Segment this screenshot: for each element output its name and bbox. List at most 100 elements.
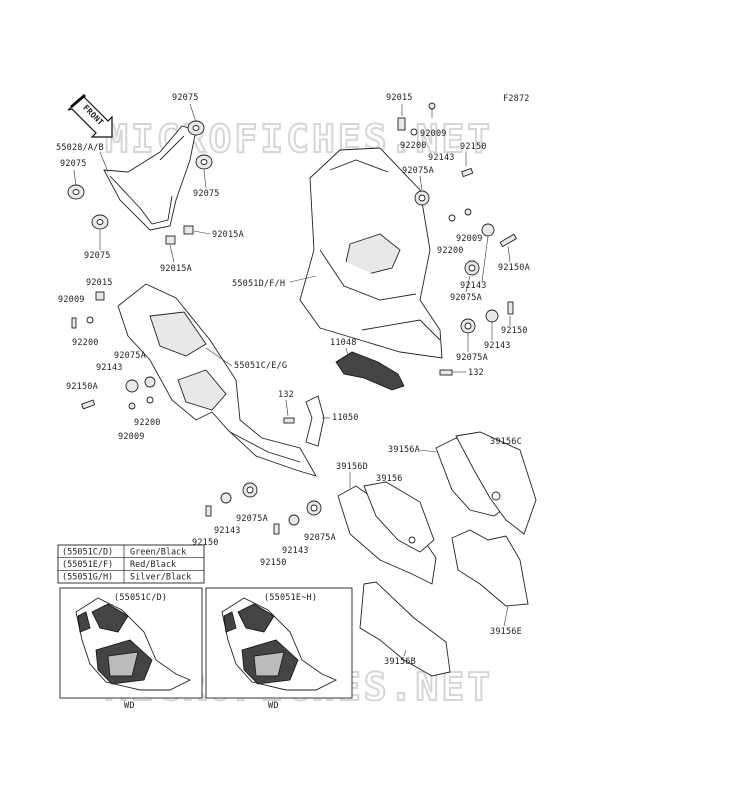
figure-code: F2872	[503, 94, 530, 104]
label-92143-e: 92143	[214, 526, 241, 536]
nut-92143-b	[481, 223, 495, 237]
label-92150-c: 92150	[192, 538, 219, 548]
nut-92143-c	[485, 309, 499, 323]
label-92075-a: 92075	[172, 93, 199, 103]
inner-cover-55028	[103, 125, 197, 231]
grommet-92075-a	[187, 120, 205, 136]
screw-92015-a	[95, 291, 105, 301]
label-92075-b: 92075	[60, 159, 87, 169]
grommet-92075a-c	[460, 318, 476, 334]
label-39156b: 39156B	[384, 657, 416, 667]
grommet-92075a-a	[414, 190, 430, 206]
collar-92200-a	[86, 316, 94, 324]
label-92075a-d: 92075A	[114, 351, 146, 361]
inset-caption-1: (55051E~H)	[264, 593, 317, 603]
inset-55051cd: (55051C/D)	[59, 587, 203, 699]
label-39156a: 39156A	[388, 445, 420, 455]
label-92075a-a: 92075A	[402, 166, 434, 176]
label-39156c: 39156C	[490, 437, 522, 447]
screw-92015-b	[397, 117, 406, 131]
label-92143-b: 92143	[460, 281, 487, 291]
bracket-11050	[305, 395, 325, 447]
upper-fairing-55051dfh	[299, 147, 443, 359]
label-92075a-c: 92075A	[456, 353, 488, 363]
label-92015-b: 92015	[386, 93, 413, 103]
label-92150-a: 92150	[460, 142, 487, 152]
label-132-b: 132	[278, 390, 294, 400]
collar-92200-d	[146, 396, 154, 404]
table-code-1: (55051E/F)	[62, 560, 113, 570]
grommet-92075-b	[67, 184, 85, 200]
bolt-92150-a	[461, 167, 474, 178]
label-55051ceg: 55051C/E/G	[234, 361, 287, 371]
collar-92200-c	[410, 128, 418, 136]
bolt-132-b	[283, 417, 295, 424]
grommet-92075-d	[91, 214, 109, 230]
screw-92009-d	[128, 402, 136, 410]
nut-92143-f	[288, 514, 300, 526]
label-92009-b: 92009	[456, 234, 483, 244]
nut-92143-e	[220, 492, 232, 504]
screw-92009-c	[428, 102, 436, 118]
grommet-92075a-f	[306, 500, 322, 516]
inset-55051eh: (55051E~H)	[205, 587, 353, 699]
label-92075-d: 92075	[84, 251, 111, 261]
label-92009-d: 92009	[118, 432, 145, 442]
grommet-92075a-e	[242, 482, 258, 498]
label-92075a-b: 92075A	[450, 293, 482, 303]
grommet-92075a-d	[125, 379, 139, 393]
label-92143-f: 92143	[282, 546, 309, 556]
label-132-a: 132	[468, 368, 484, 378]
label-92015-a: 92015	[86, 278, 113, 288]
table-color-0: Green/Black	[130, 548, 186, 558]
label-92143-d: 92143	[96, 363, 123, 373]
label-55051dfh: 55051D/F/H	[232, 279, 285, 289]
color-table: (55051C/D) Green/Black (55051E/F) Red/Bl…	[57, 544, 205, 584]
inset-note-1: WD	[268, 701, 279, 711]
front-arrow-icon: FRONT	[67, 94, 113, 138]
inset-note-0: WD	[124, 701, 135, 711]
label-92150a-b: 92150A	[66, 382, 98, 392]
bolt-92150-d	[273, 523, 280, 535]
pad-39156b	[359, 581, 451, 677]
label-92200-b: 92200	[437, 246, 464, 256]
clip-92015a-a	[183, 225, 194, 235]
screw-92009-b	[464, 208, 472, 216]
label-92200-d: 92200	[134, 418, 161, 428]
grommet-92075a-b	[464, 260, 480, 276]
bolt-132-a	[439, 369, 453, 376]
label-92015a-b: 92015A	[160, 264, 192, 274]
table-code-0: (55051C/D)	[62, 548, 113, 558]
screw-92009-a	[71, 317, 77, 329]
pad-39156d	[337, 485, 437, 585]
bolt-92150-c	[205, 505, 212, 517]
label-92143-a: 92143	[428, 153, 455, 163]
label-92200-a: 92200	[72, 338, 99, 348]
label-92150-b: 92150	[501, 326, 528, 336]
inset-caption-0: (55051C/D)	[114, 593, 167, 603]
table-color-2: Silver/Black	[130, 573, 191, 583]
label-92150-d: 92150	[260, 558, 287, 568]
bracket-11048	[335, 351, 405, 391]
nut-92143-d	[144, 376, 156, 388]
pad-39156c	[455, 431, 537, 535]
bolt-92150-b	[507, 301, 514, 315]
label-11048: 11048	[330, 338, 357, 348]
collar-92200-b	[448, 214, 456, 222]
label-92200-c: 92200	[400, 141, 427, 151]
grommet-92075-c	[195, 154, 213, 170]
label-39156: 39156	[376, 474, 403, 484]
label-39156d: 39156D	[336, 462, 368, 472]
bolt-92150a-a	[499, 233, 518, 248]
label-92015a-a: 92015A	[212, 230, 244, 240]
label-92143-c: 92143	[484, 341, 511, 351]
label-92009-a: 92009	[58, 295, 85, 305]
bolt-92150a-b	[81, 399, 96, 410]
table-code-2: (55051G/H)	[62, 573, 113, 583]
table-color-1: Red/Black	[130, 560, 176, 570]
label-92075a-e: 92075A	[236, 514, 268, 524]
label-92009-c: 92009	[420, 129, 447, 139]
pad-39156	[363, 481, 435, 553]
label-92150a-a: 92150A	[498, 263, 530, 273]
